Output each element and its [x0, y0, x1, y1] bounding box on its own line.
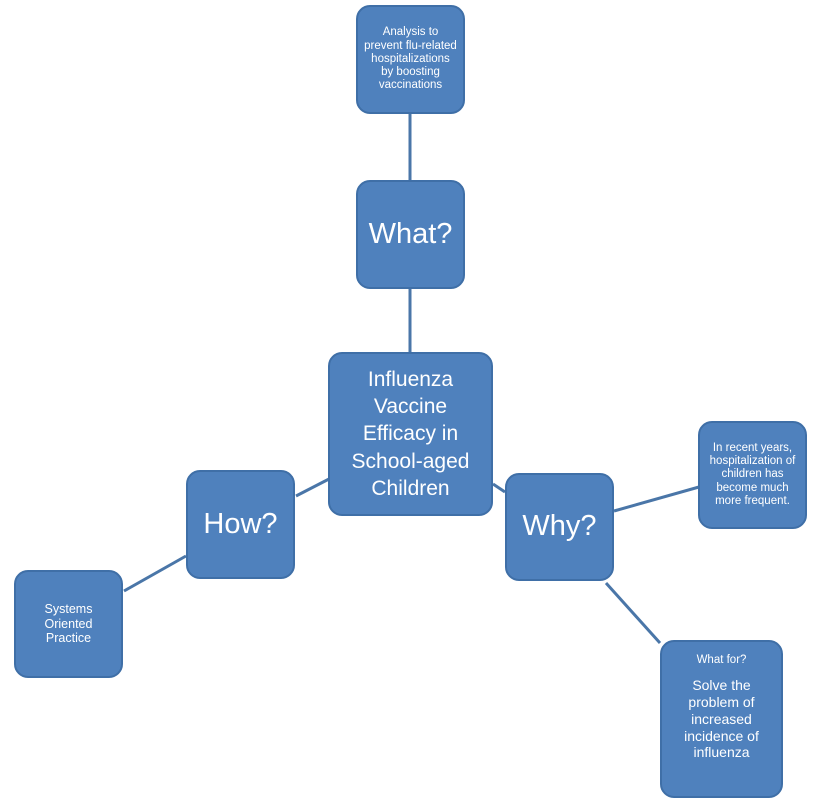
- why-detail-node: In recent years, hospitalization of chil…: [698, 421, 807, 529]
- why-detail-text: In recent years, hospitalization of chil…: [709, 441, 796, 507]
- connector-center-to-why: [492, 482, 506, 494]
- how-label: How?: [203, 507, 278, 540]
- what-for-detail-text: Solve the problem of increased incidence…: [684, 677, 759, 761]
- why-node: Why?: [505, 473, 614, 581]
- center-topic-text: Influenza Vaccine Efficacy in School-age…: [351, 367, 470, 500]
- connector-why-to-why-detail: [613, 485, 700, 513]
- what-label: What?: [368, 217, 453, 250]
- what-for-label: What for?: [696, 654, 747, 666]
- how-detail-node: Systems Oriented Practice: [14, 570, 123, 678]
- why-label: Why?: [522, 510, 597, 543]
- center-topic-node: Influenza Vaccine Efficacy in School-age…: [328, 352, 493, 516]
- what-for-node: What for? Solve the problem of increased…: [660, 640, 783, 798]
- how-node: How?: [186, 470, 295, 579]
- connector-why-to-what-for: [604, 581, 662, 645]
- what-detail-text: Analysis to prevent flu-related hospital…: [364, 26, 457, 92]
- how-detail-text: Systems Oriented Practice: [44, 602, 93, 646]
- connector-how-to-how-detail: [123, 554, 187, 593]
- what-node: What?: [356, 180, 465, 289]
- connector-center-to-how: [295, 477, 330, 498]
- what-detail-node: Analysis to prevent flu-related hospital…: [356, 5, 465, 114]
